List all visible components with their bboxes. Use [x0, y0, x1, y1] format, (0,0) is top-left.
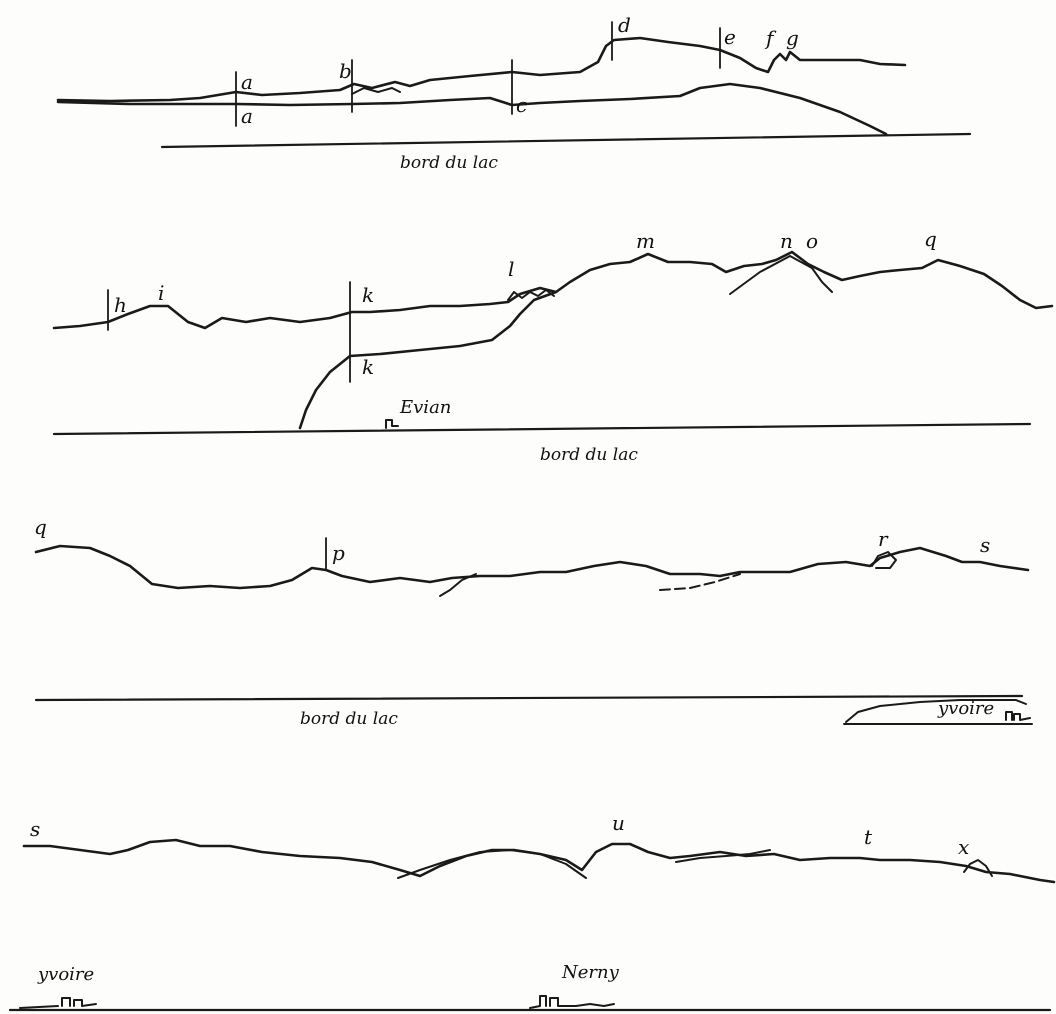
- marker-label: c: [516, 93, 527, 117]
- shore-caption: bord du lac: [300, 709, 398, 729]
- marker-label: r: [878, 527, 889, 551]
- marker-label: q: [34, 515, 47, 539]
- marker-label: k: [362, 283, 374, 307]
- panel-2: h i k k l m n o q Evian bord du lac: [52, 227, 1054, 465]
- marker-label: x: [958, 835, 969, 859]
- marker-label: d: [618, 13, 631, 37]
- yvoire-town-mark: [19, 997, 97, 1009]
- shore-caption: bord du lac: [540, 445, 638, 465]
- marker-label: s: [30, 817, 40, 841]
- marker-label: o: [806, 229, 818, 253]
- lake-shore-line: [34, 694, 1024, 702]
- ridge-line: [56, 36, 907, 103]
- marker-label: a: [241, 104, 253, 128]
- marker-label: k: [362, 355, 374, 379]
- panel-1: a a b c d e f g bord du lac: [56, 13, 972, 173]
- ridge-line-lower: [56, 82, 888, 136]
- town-label: yvoire: [37, 964, 94, 985]
- ridge-line-lower: [659, 573, 741, 591]
- ridge-line: [22, 838, 1056, 884]
- marker-label: s: [980, 533, 990, 557]
- marker-label: h: [114, 293, 127, 317]
- marker-label: g: [786, 26, 799, 50]
- ridge-line-lower: [397, 849, 587, 879]
- ridge-line: [871, 551, 897, 569]
- ridge-line: [507, 289, 555, 301]
- town-label: yvoire: [937, 698, 994, 719]
- ridge-line: [34, 544, 1030, 590]
- marker-label: e: [724, 25, 736, 49]
- ridge-line: [675, 849, 771, 863]
- marker-label: l: [508, 257, 514, 281]
- ridge-line: [52, 250, 1054, 330]
- ridge-line-lower: [298, 290, 558, 430]
- lake-shore-line: [160, 132, 972, 149]
- lake-shore-line: [52, 422, 1032, 436]
- town-evian-mark: [385, 419, 399, 429]
- town-label: Evian: [399, 397, 451, 418]
- yvoire-town-mark: [1005, 711, 1031, 721]
- marker-label: p: [332, 541, 345, 565]
- ridge-line: [729, 255, 833, 295]
- yvoire-promontory: [845, 699, 1027, 723]
- town-label: Nerny: [561, 962, 620, 983]
- marker-label: a: [241, 70, 253, 94]
- ridge-line: [351, 87, 401, 95]
- ridge-line: [439, 573, 477, 597]
- marker-label: f: [764, 26, 777, 50]
- marker-label: n: [780, 229, 793, 253]
- marker-label: b: [339, 59, 352, 83]
- panel-4: s u t x yvoire Nerny: [8, 811, 1056, 1012]
- shore-caption: bord du lac: [400, 153, 498, 173]
- marker-label: t: [864, 825, 873, 849]
- panel-3: q p r s yvoire bord du lac: [34, 515, 1033, 729]
- marker-label: u: [612, 811, 625, 835]
- marker-label: i: [158, 281, 164, 305]
- ridge-line: [963, 859, 993, 877]
- nerny-town-mark: [529, 995, 615, 1009]
- marker-label: m: [636, 229, 655, 253]
- marker-label: q: [924, 227, 937, 251]
